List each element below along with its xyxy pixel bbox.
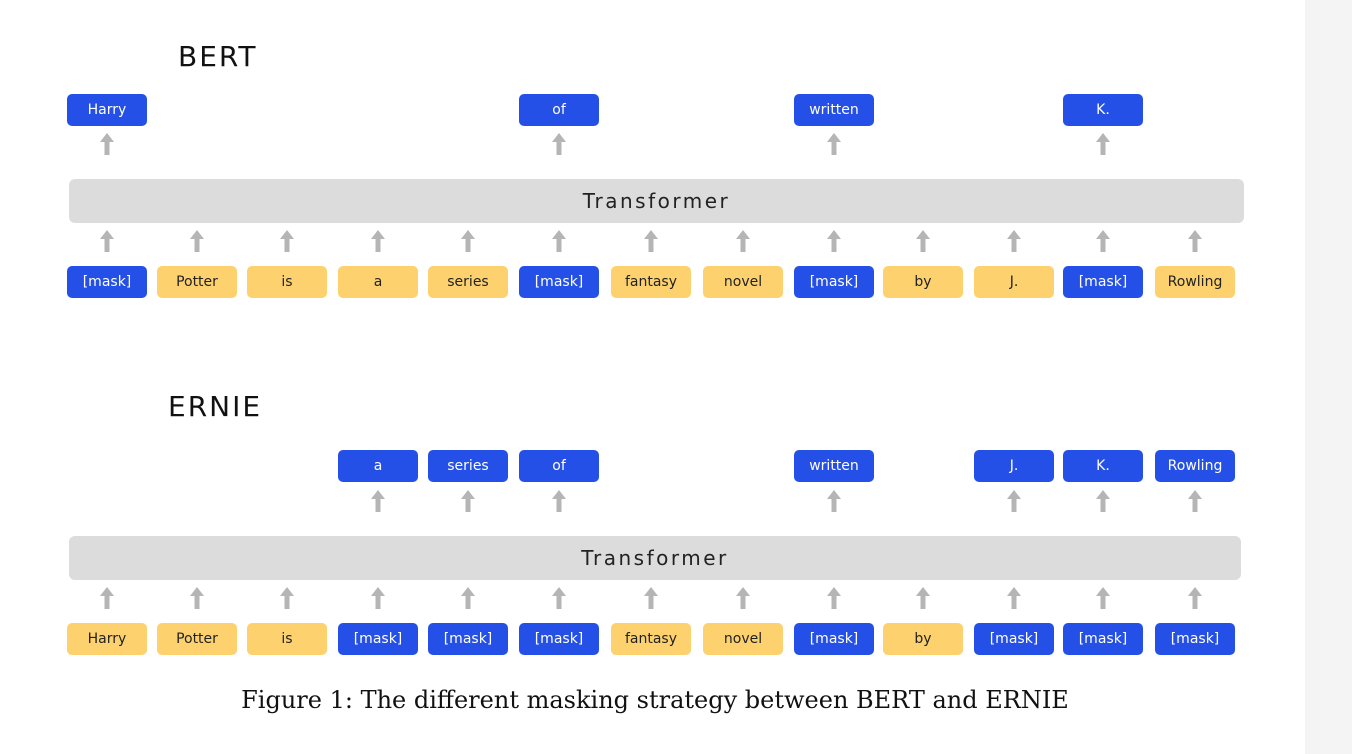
ernie-predicted-token: written	[794, 450, 874, 482]
ernie-masked-input-token: [mask]	[519, 623, 599, 655]
ernie-masked-input-token: [mask]	[974, 623, 1054, 655]
ernie-output-arrow-up-icon	[1007, 490, 1021, 512]
bert-input-arrow-up-icon	[644, 230, 658, 252]
ernie-output-arrow-up-icon	[1188, 490, 1202, 512]
ernie-masked-input-token: [mask]	[428, 623, 508, 655]
bert-masked-input-token: [mask]	[1063, 266, 1143, 298]
ernie-input-arrow-up-icon	[552, 587, 566, 609]
ernie-input-arrow-up-icon	[1188, 587, 1202, 609]
ernie-predicted-token: J.	[974, 450, 1054, 482]
bert-input-arrow-up-icon	[1007, 230, 1021, 252]
ernie-input-arrow-up-icon	[1007, 587, 1021, 609]
bert-input-arrow-up-icon	[280, 230, 294, 252]
bert-transformer-bar: Transformer	[69, 179, 1244, 223]
ernie-input-arrow-up-icon	[100, 587, 114, 609]
ernie-input-arrow-up-icon	[916, 587, 930, 609]
ernie-output-arrow-up-icon	[371, 490, 385, 512]
bert-input-arrow-up-icon	[190, 230, 204, 252]
ernie-input-arrow-up-icon	[736, 587, 750, 609]
ernie-masked-input-token: [mask]	[794, 623, 874, 655]
ernie-masked-input-token: [mask]	[1155, 623, 1235, 655]
ernie-masked-input-token: [mask]	[338, 623, 418, 655]
bert-masked-input-token: [mask]	[67, 266, 147, 298]
bert-input-arrow-up-icon	[552, 230, 566, 252]
ernie-masked-input-token: [mask]	[1063, 623, 1143, 655]
bert-output-arrow-up-icon	[827, 133, 841, 155]
ernie-predicted-token: K.	[1063, 450, 1143, 482]
ernie-input-token: is	[247, 623, 327, 655]
ernie-input-arrow-up-icon	[190, 587, 204, 609]
bert-input-arrow-up-icon	[461, 230, 475, 252]
ernie-output-arrow-up-icon	[552, 490, 566, 512]
bert-input-token: novel	[703, 266, 783, 298]
bert-predicted-token: of	[519, 94, 599, 126]
ernie-input-token: Potter	[157, 623, 237, 655]
bert-input-token: J.	[974, 266, 1054, 298]
ernie-input-arrow-up-icon	[461, 587, 475, 609]
bert-input-arrow-up-icon	[371, 230, 385, 252]
bert-input-token: Rowling	[1155, 266, 1235, 298]
bert-input-arrow-up-icon	[736, 230, 750, 252]
ernie-transformer-bar: Transformer	[69, 536, 1241, 580]
bert-input-token: Potter	[157, 266, 237, 298]
ernie-predicted-token: series	[428, 450, 508, 482]
bert-input-token: fantasy	[611, 266, 691, 298]
bert-input-arrow-up-icon	[916, 230, 930, 252]
bert-input-arrow-up-icon	[100, 230, 114, 252]
ernie-input-arrow-up-icon	[827, 587, 841, 609]
bert-predicted-token: Harry	[67, 94, 147, 126]
bert-input-token: a	[338, 266, 418, 298]
figure-caption: Figure 1: The different masking strategy…	[241, 686, 1069, 714]
bert-predicted-token: written	[794, 94, 874, 126]
ernie-input-token: Harry	[67, 623, 147, 655]
bert-input-token: series	[428, 266, 508, 298]
bert-input-token: is	[247, 266, 327, 298]
ernie-predicted-token: a	[338, 450, 418, 482]
ernie-output-arrow-up-icon	[827, 490, 841, 512]
bert-input-arrow-up-icon	[827, 230, 841, 252]
bert-input-arrow-up-icon	[1096, 230, 1110, 252]
page-margin-strip	[1305, 0, 1352, 754]
ernie-predicted-token: Rowling	[1155, 450, 1235, 482]
ernie-output-arrow-up-icon	[1096, 490, 1110, 512]
bert-output-arrow-up-icon	[100, 133, 114, 155]
ernie-predicted-token: of	[519, 450, 599, 482]
ernie-title: ERNIE	[168, 390, 263, 423]
bert-masked-input-token: [mask]	[519, 266, 599, 298]
ernie-input-token: fantasy	[611, 623, 691, 655]
ernie-input-token: novel	[703, 623, 783, 655]
ernie-input-arrow-up-icon	[371, 587, 385, 609]
ernie-input-arrow-up-icon	[280, 587, 294, 609]
bert-input-token: by	[883, 266, 963, 298]
ernie-input-arrow-up-icon	[644, 587, 658, 609]
bert-output-arrow-up-icon	[552, 133, 566, 155]
ernie-output-arrow-up-icon	[461, 490, 475, 512]
ernie-input-token: by	[883, 623, 963, 655]
bert-masked-input-token: [mask]	[794, 266, 874, 298]
bert-input-arrow-up-icon	[1188, 230, 1202, 252]
ernie-input-arrow-up-icon	[1096, 587, 1110, 609]
bert-title: BERT	[178, 40, 258, 73]
bert-predicted-token: K.	[1063, 94, 1143, 126]
bert-output-arrow-up-icon	[1096, 133, 1110, 155]
